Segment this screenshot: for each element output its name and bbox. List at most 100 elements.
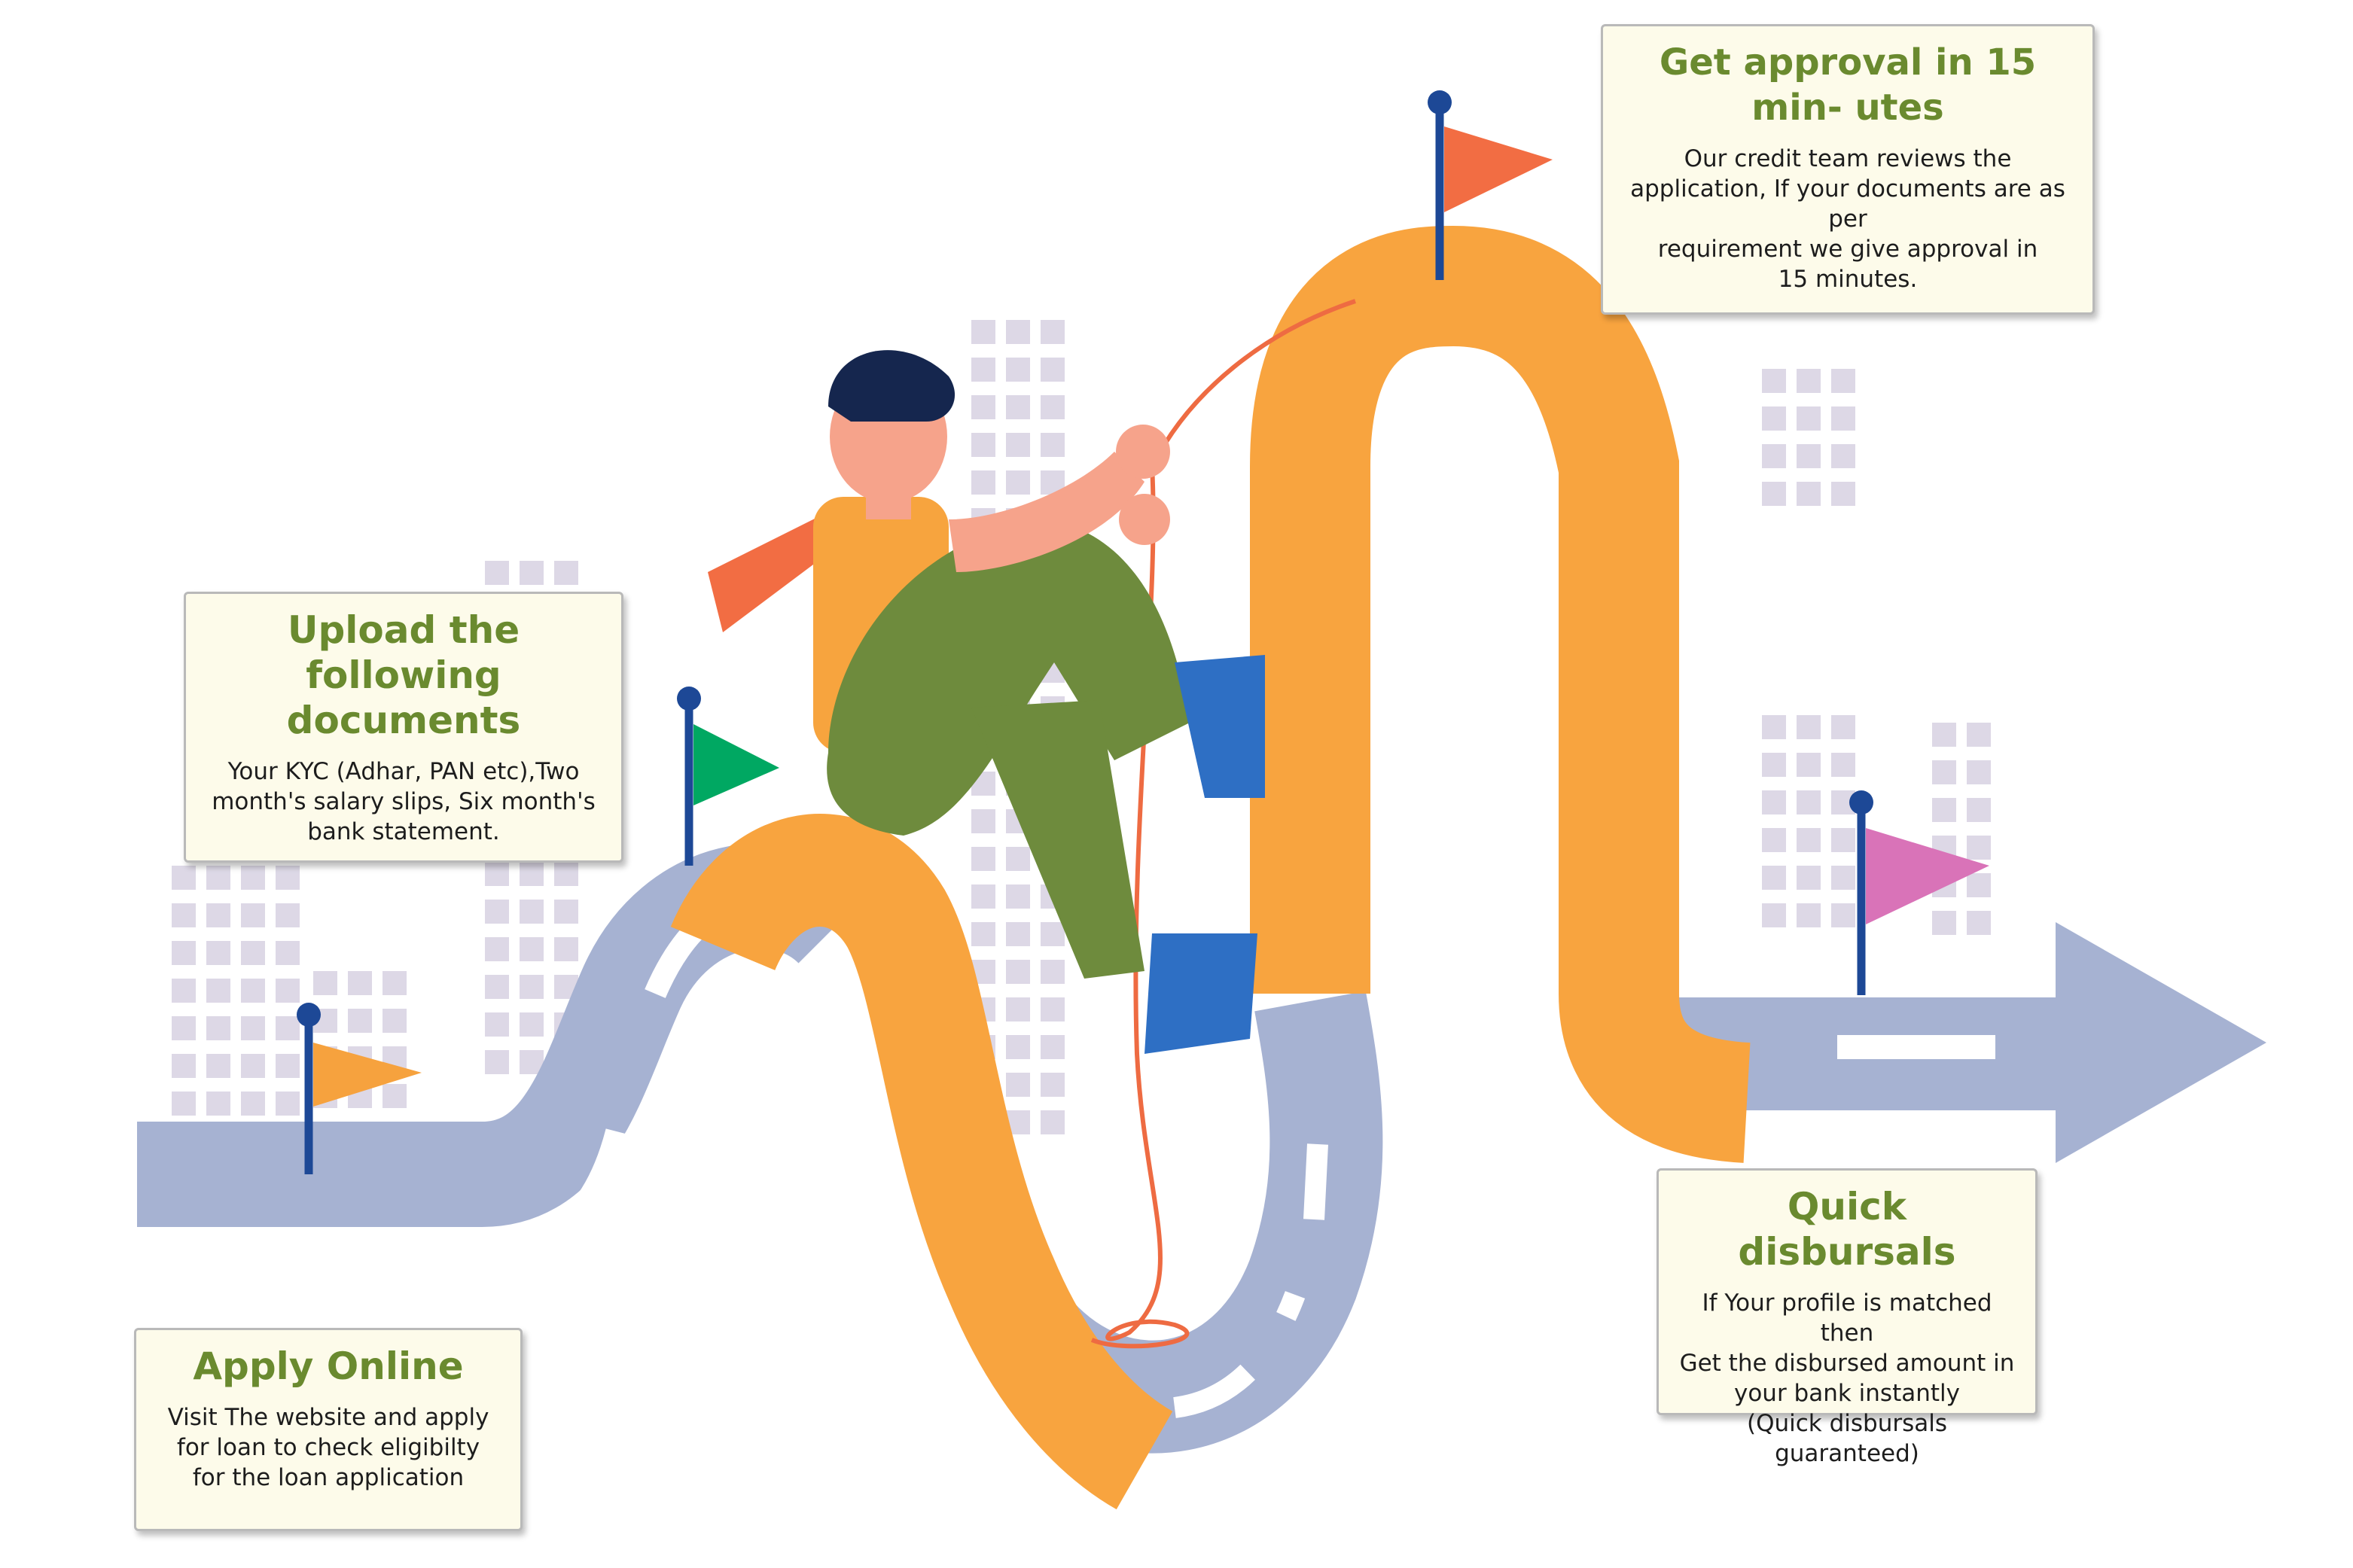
building-window	[1932, 798, 1956, 822]
building-window	[1967, 836, 1991, 860]
building-window	[1762, 753, 1786, 777]
building-window	[554, 561, 578, 585]
building-window	[241, 1016, 265, 1040]
rope-icon	[1090, 299, 1356, 1349]
building-window	[1797, 790, 1821, 814]
building-window	[520, 561, 544, 585]
building-window	[1932, 911, 1956, 935]
building-window	[1762, 369, 1786, 393]
building-window	[1932, 760, 1956, 784]
building-window	[172, 1092, 196, 1116]
flag-approval	[1428, 90, 1553, 280]
building-window	[1762, 406, 1786, 431]
building-window	[485, 1050, 509, 1074]
flag-disburse	[1849, 790, 1989, 995]
building-window	[1967, 723, 1991, 747]
building-window	[1041, 922, 1065, 946]
building-window	[971, 922, 995, 946]
building-window	[1797, 369, 1821, 393]
building-window	[1006, 960, 1030, 984]
building-window	[1041, 1110, 1065, 1134]
building-window	[1041, 1035, 1065, 1059]
building-window	[485, 561, 509, 585]
building-window	[1041, 395, 1065, 419]
building-window	[971, 433, 995, 457]
building-window	[1797, 715, 1821, 739]
step-title-approval: Get approval in 15 min- utes	[1659, 41, 2037, 129]
building-window	[1831, 444, 1855, 468]
building-window	[1932, 723, 1956, 747]
building-window	[383, 971, 407, 995]
building-window	[485, 900, 509, 924]
building-window	[1797, 482, 1821, 506]
building-window	[1006, 433, 1030, 457]
step-card-upload: Upload the following documents Your KYC …	[184, 592, 623, 863]
building-window	[348, 1009, 372, 1033]
building-window	[1041, 960, 1065, 984]
building-window	[206, 1054, 230, 1078]
building-window	[206, 1016, 230, 1040]
building-window	[1797, 753, 1821, 777]
building-window	[1967, 760, 1991, 784]
building-window	[1006, 358, 1030, 382]
building-window	[1762, 866, 1786, 890]
building-window	[276, 979, 300, 1003]
building-window	[485, 1012, 509, 1037]
building-window	[172, 941, 196, 965]
building-window	[172, 1016, 196, 1040]
building-window	[520, 975, 544, 999]
building-window	[1797, 828, 1821, 852]
building-window	[971, 884, 995, 909]
building-window	[1797, 903, 1821, 927]
building-window	[554, 862, 578, 886]
ribbon-low-hill	[670, 814, 1174, 1510]
building-window	[971, 395, 995, 419]
building-window	[520, 900, 544, 924]
right-arrow-icon	[2056, 922, 2266, 1163]
building-window	[241, 866, 265, 890]
building-window	[1831, 828, 1855, 852]
flag-apply	[297, 1003, 422, 1174]
step-description-apply: Visit The website and apply for loan to …	[167, 1404, 489, 1491]
building-window	[383, 1084, 407, 1108]
building-window	[1762, 790, 1786, 814]
building-window	[1967, 911, 1991, 935]
step-card-apply: Apply Online Visit The website and apply…	[134, 1328, 523, 1531]
building-window	[971, 809, 995, 833]
building-window	[1831, 369, 1855, 393]
building-window	[241, 1054, 265, 1078]
climbing-man-icon	[708, 350, 1265, 1054]
building-window	[1797, 406, 1821, 431]
building-window	[520, 862, 544, 886]
building-window	[1762, 444, 1786, 468]
building-window	[276, 866, 300, 890]
building-window	[276, 1092, 300, 1116]
building-window	[241, 941, 265, 965]
step-description-approval: Our credit team reviews the application,…	[1630, 145, 2065, 293]
building-window	[1967, 873, 1991, 897]
building-window	[1006, 470, 1030, 495]
building-window	[1006, 884, 1030, 909]
road-right-marking	[1837, 1035, 1995, 1059]
building-window	[1831, 903, 1855, 927]
building-window	[383, 1009, 407, 1033]
step-description-disburse: If Your profile is matched then Get the …	[1679, 1289, 2015, 1467]
step-card-approval: Get approval in 15 min- utes Our credit …	[1601, 24, 2095, 315]
building-window	[276, 903, 300, 927]
building-window	[172, 903, 196, 927]
building-window	[1797, 444, 1821, 468]
step-description-upload: Your KYC (Adhar, PAN etc),Two month's sa…	[212, 758, 596, 845]
building-window	[1831, 753, 1855, 777]
building-window	[485, 862, 509, 886]
step-title-upload: Upload the following documents	[286, 608, 521, 742]
building-window	[485, 975, 509, 999]
building-window	[1006, 997, 1030, 1021]
building-window	[1041, 320, 1065, 344]
building-window	[971, 470, 995, 495]
building-window	[1006, 1035, 1030, 1059]
building-window	[1041, 1073, 1065, 1097]
building-window	[1006, 847, 1030, 871]
building-window	[241, 1092, 265, 1116]
ribbon-base	[1250, 888, 1363, 994]
